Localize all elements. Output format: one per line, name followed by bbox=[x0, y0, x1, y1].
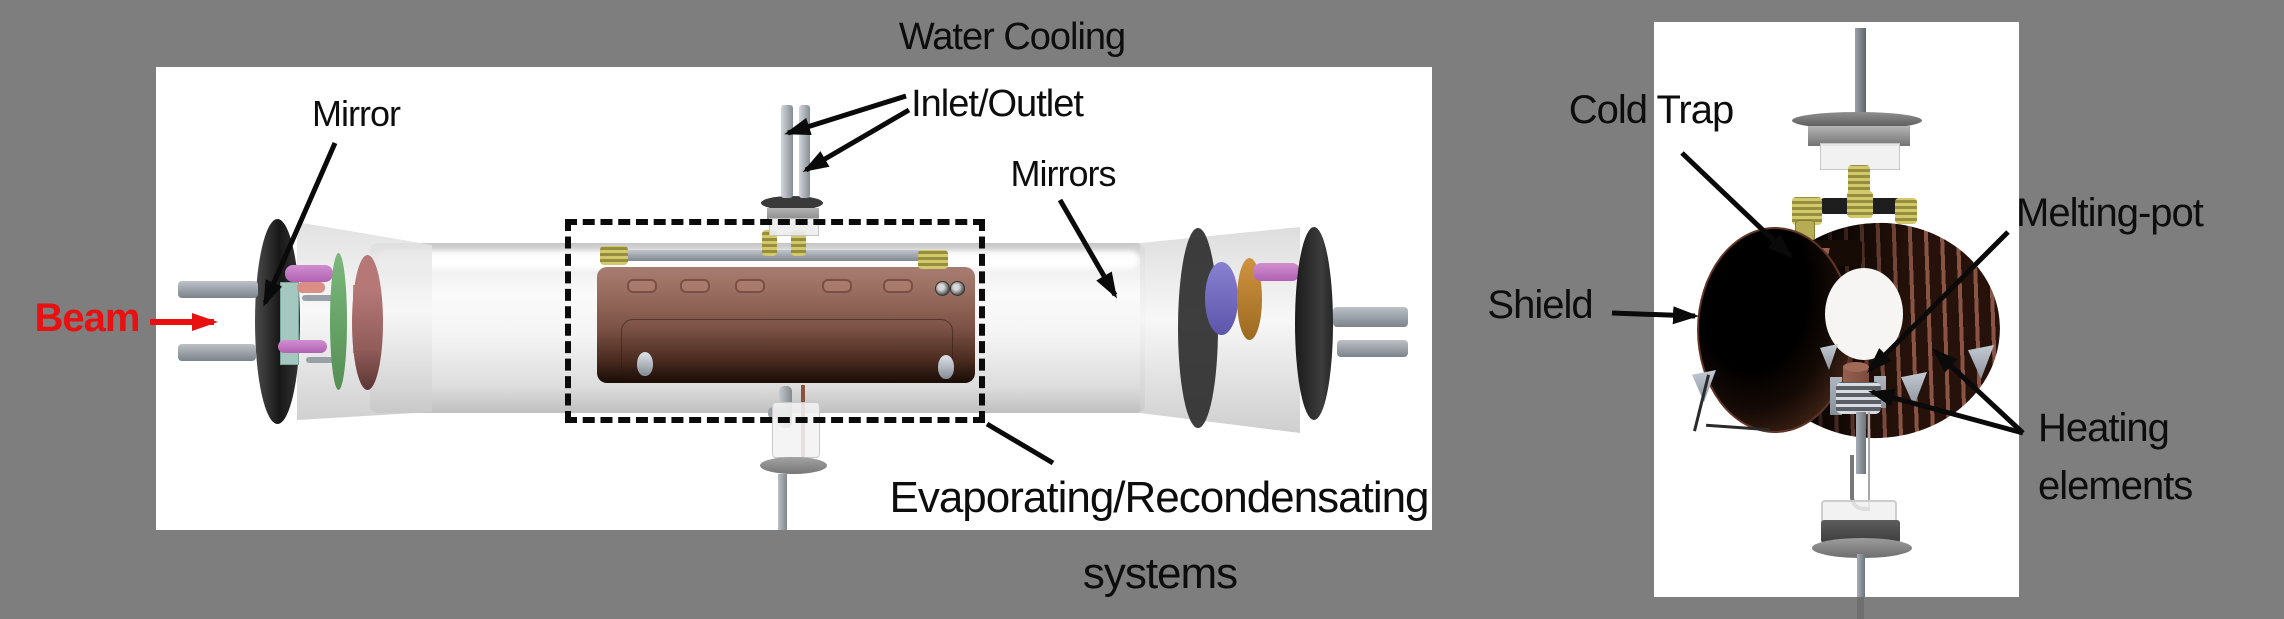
pipe-fitting-left bbox=[600, 246, 628, 265]
mirror-mount-purple bbox=[1205, 262, 1238, 335]
actuator-rod-salmon bbox=[297, 282, 325, 293]
evaporator-cylinder bbox=[597, 267, 975, 383]
cylinder-handle bbox=[883, 279, 913, 293]
top-flange-cylinder bbox=[767, 208, 819, 220]
cold-trap-label: Cold Trap bbox=[1568, 88, 1734, 132]
cooling-inlet-pipe bbox=[781, 105, 793, 198]
top-flange-disc bbox=[761, 196, 823, 210]
shield-label: Shield bbox=[1487, 283, 1593, 327]
screw-head bbox=[935, 281, 950, 296]
cylinder-handle bbox=[680, 279, 710, 293]
bellows-fitting bbox=[762, 230, 777, 256]
bellows-fitting bbox=[791, 230, 806, 256]
cylinder-handle bbox=[735, 279, 765, 293]
melting-pot-rim bbox=[1843, 362, 1869, 372]
systems-label: systems bbox=[1082, 549, 1238, 598]
top-flange-cylinder bbox=[1808, 126, 1910, 146]
support-rod-bottom bbox=[1857, 554, 1865, 597]
evaporating-system-outline bbox=[565, 219, 985, 423]
inlet-outlet-label: Inlet/Outlet bbox=[911, 83, 1084, 125]
cylinder-handle bbox=[627, 279, 657, 293]
pipe-fitting-right bbox=[1895, 198, 1917, 224]
bottom-flange bbox=[760, 457, 827, 474]
feedthrough-rod bbox=[1337, 340, 1408, 357]
actuator-rod-magenta bbox=[278, 340, 327, 353]
right-end-flange bbox=[1295, 227, 1333, 420]
actuator-rod-magenta bbox=[1253, 263, 1300, 281]
top-flange-disc bbox=[1792, 112, 1922, 129]
bellows-fitting bbox=[1848, 165, 1870, 199]
mirror-fork-green bbox=[330, 253, 347, 390]
water-cooling-label: Water Cooling bbox=[898, 16, 1126, 58]
melting-pot-heater-coil bbox=[1836, 382, 1881, 414]
feedthrough-rod bbox=[178, 281, 258, 298]
evaporating-label: Evaporating/Recondensating bbox=[889, 473, 1429, 522]
beam-label: Beam bbox=[34, 296, 141, 340]
cooling-outlet-pipe bbox=[799, 105, 810, 198]
knob bbox=[637, 352, 653, 376]
support-rod-top bbox=[1855, 28, 1866, 114]
mirrors-label: Mirrors bbox=[1010, 153, 1117, 194]
water-pipe-horizontal bbox=[602, 250, 948, 261]
pin bbox=[306, 357, 336, 363]
support-rod-middle bbox=[1856, 412, 1866, 474]
actuator-rod-magenta bbox=[285, 265, 333, 282]
bottom-cylinder bbox=[1821, 520, 1900, 543]
left-panel bbox=[156, 67, 1432, 530]
support-rod-extension bbox=[1857, 597, 1864, 619]
pipe-fitting-center bbox=[1847, 191, 1873, 218]
bottom-support-rod bbox=[778, 474, 787, 530]
mirror-label: Mirror bbox=[312, 93, 401, 134]
melting-pot-label: Melting-pot bbox=[2016, 191, 2204, 235]
heating-label: Heating bbox=[2038, 406, 2170, 450]
cylinder-handle bbox=[822, 279, 852, 293]
cylinder-panel-seam bbox=[621, 319, 953, 379]
feedthrough-rod bbox=[178, 344, 256, 361]
bottom-viewport-cup bbox=[772, 402, 820, 458]
elements-label: elements bbox=[2038, 464, 2193, 508]
screw-head bbox=[950, 281, 965, 296]
bottom-flange bbox=[1812, 538, 1912, 558]
mirror-ring-maroon bbox=[352, 255, 383, 390]
feedthrough-rod bbox=[1333, 307, 1408, 327]
knob bbox=[938, 355, 954, 379]
pipe-fitting-right bbox=[918, 250, 948, 269]
